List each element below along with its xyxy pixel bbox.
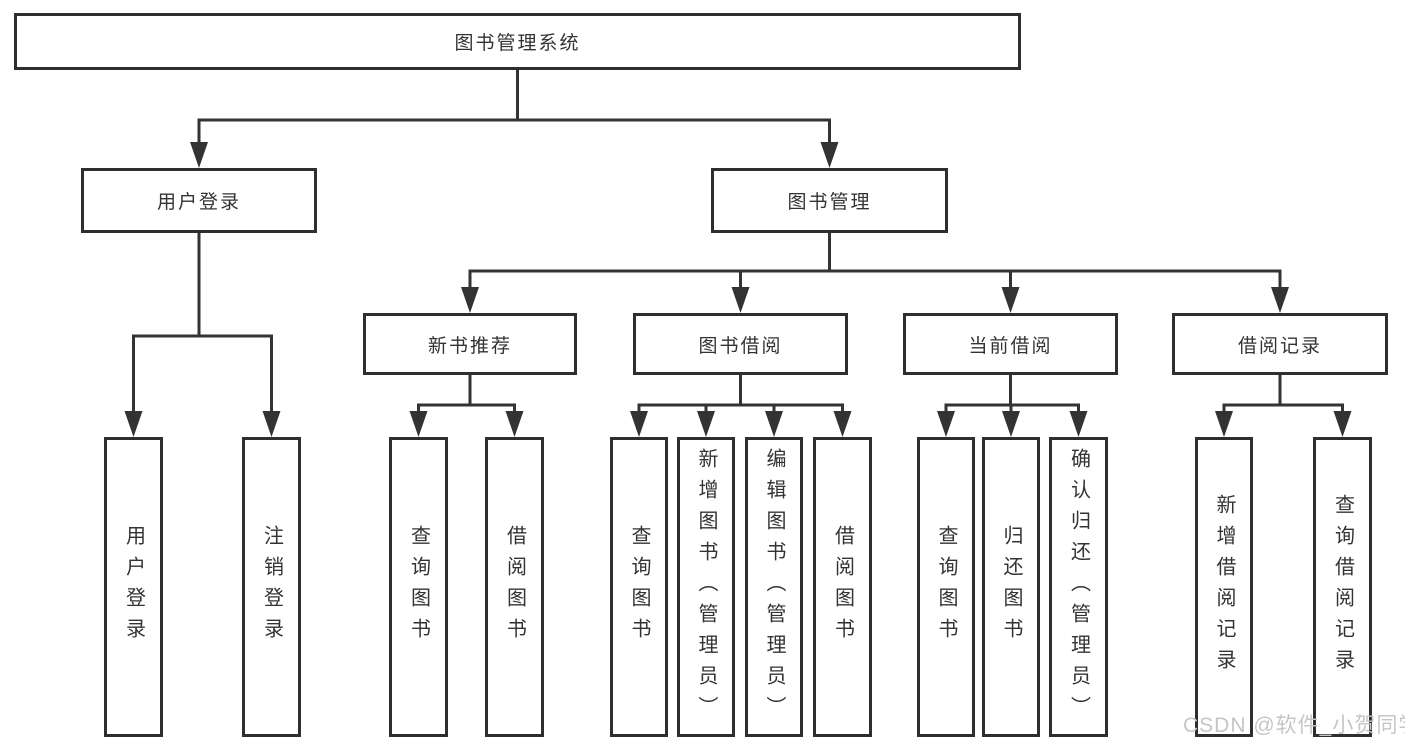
node-label-current-borrow: 当前借阅 — [968, 335, 1053, 357]
node-label-query-books-borrow: 查询图书 — [628, 525, 650, 649]
node-label-add-borrow-record: 新增借阅记录 — [1213, 494, 1235, 680]
node-query-borrow-record: 查询借阅记录 — [1313, 437, 1372, 737]
node-user-login: 用户登录 — [81, 168, 317, 233]
node-label-user-login: 用户登录 — [156, 192, 241, 213]
node-return-book: 归还图书 — [982, 437, 1040, 737]
node-query-books-recommend: 查询图书 — [389, 437, 448, 737]
node-query-books-current: 查询图书 — [917, 437, 975, 737]
node-book-management: 图书管理 — [711, 168, 948, 233]
node-edit-book-admin: 编辑图书（管理员） — [745, 437, 803, 737]
node-label-query-books-recommend: 查询图书 — [407, 525, 430, 649]
node-label-borrow-books-recommend: 借阅图书 — [503, 525, 526, 649]
node-label-book-borrow: 图书借阅 — [698, 335, 783, 357]
node-label-return-book: 归还图书 — [1000, 525, 1022, 649]
node-add-borrow-record: 新增借阅记录 — [1195, 437, 1253, 737]
node-label-add-book-admin: 新增图书（管理员） — [695, 447, 717, 727]
node-current-borrow: 当前借阅 — [903, 313, 1118, 375]
node-logout-action: 注销登录 — [242, 437, 301, 737]
node-label-user-login-action: 用户登录 — [122, 525, 145, 649]
node-user-login-action: 用户登录 — [104, 437, 163, 737]
node-query-books-borrow: 查询图书 — [610, 437, 668, 737]
node-new-book-recommend: 新书推荐 — [363, 313, 577, 375]
node-label-new-book-recommend: 新书推荐 — [427, 335, 512, 357]
node-confirm-return-admin: 确认归还（管理员） — [1049, 437, 1108, 737]
node-label-borrow-books-borrow: 借阅图书 — [831, 525, 854, 649]
node-add-book-admin: 新增图书（管理员） — [677, 437, 735, 737]
node-root: 图书管理系统 — [14, 13, 1021, 70]
node-label-borrow-records: 借阅记录 — [1237, 335, 1322, 357]
node-label-book-management: 图书管理 — [787, 192, 872, 213]
node-book-borrow: 图书借阅 — [633, 313, 848, 375]
node-borrow-books-recommend: 借阅图书 — [485, 437, 544, 737]
node-label-root: 图书管理系统 — [454, 33, 581, 54]
node-label-confirm-return-admin: 确认归还（管理员） — [1067, 447, 1090, 727]
node-borrow-books-borrow: 借阅图书 — [813, 437, 872, 737]
node-label-query-books-current: 查询图书 — [935, 525, 957, 649]
watermark-text: CSDN @软件_小贺同学 — [1183, 714, 1405, 737]
node-label-query-borrow-record: 查询借阅记录 — [1331, 494, 1354, 680]
node-label-logout-action: 注销登录 — [260, 525, 283, 649]
node-label-edit-book-admin: 编辑图书（管理员） — [763, 447, 785, 727]
node-borrow-records: 借阅记录 — [1172, 313, 1388, 375]
